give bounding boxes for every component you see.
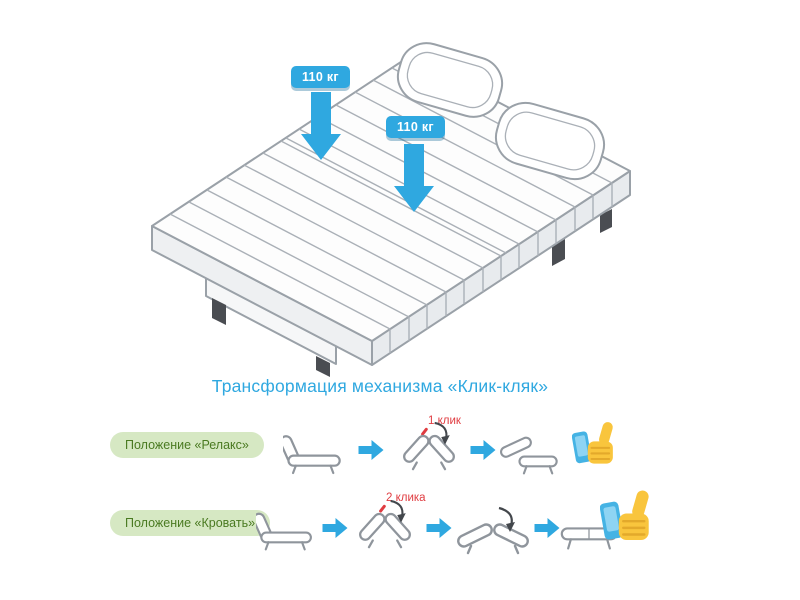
weight-badge-2: 110 кг bbox=[386, 116, 445, 138]
sofa-folding-shallow-icon bbox=[455, 504, 531, 556]
weight-arrow-down-icon bbox=[301, 92, 341, 160]
position-label-relax: Положение «Релакс» bbox=[110, 432, 264, 458]
section-title: Трансформация механизма «Клик-кляк» bbox=[211, 376, 549, 396]
step-arrow-icon bbox=[534, 517, 561, 539]
click-count-label: 2 клика bbox=[386, 492, 426, 504]
thumb-up-icon bbox=[572, 420, 624, 472]
row-relax: Положение «Релакс» 1 клик bbox=[0, 415, 800, 476]
mattress-side-stripes bbox=[389, 183, 613, 353]
position-label-bed: Положение «Кровать» bbox=[110, 510, 271, 536]
mattress-stripes bbox=[169, 67, 613, 330]
row-bed: Положение «Кровать» 2 клика bbox=[0, 498, 800, 556]
sofa-folding-steep-icon bbox=[352, 498, 418, 551]
sofa-closed-icon bbox=[283, 428, 347, 476]
pillow-1 bbox=[396, 42, 504, 118]
weight-arrow-down-icon bbox=[394, 144, 434, 212]
weight-badge-1: 110 кг bbox=[291, 66, 350, 88]
sofa-relax-icon bbox=[500, 430, 562, 476]
sofa-folding-icon bbox=[396, 420, 462, 473]
pillow-2 bbox=[494, 101, 606, 181]
step-arrow-icon bbox=[322, 517, 349, 539]
step-arrow-icon bbox=[426, 517, 453, 539]
step-arrow-icon bbox=[470, 439, 497, 461]
sofa-legs bbox=[212, 209, 612, 377]
step-arrow-icon bbox=[358, 439, 385, 461]
sofa-closed-icon bbox=[256, 506, 318, 552]
sofa-bed-illustration bbox=[151, 42, 631, 377]
thumb-up-icon bbox=[600, 488, 662, 550]
